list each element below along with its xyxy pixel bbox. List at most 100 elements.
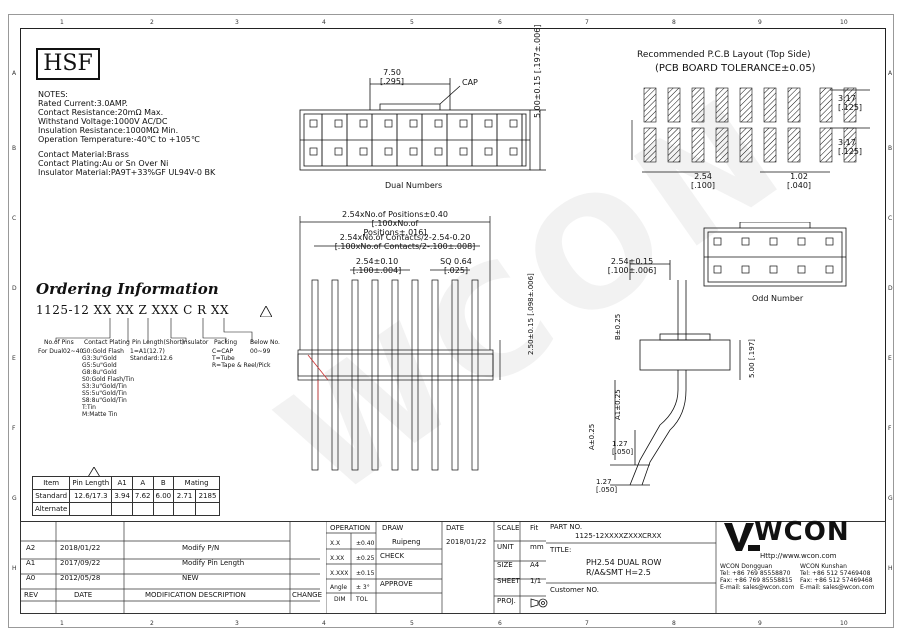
grid-row-label: B bbox=[12, 145, 17, 152]
pin-square bbox=[434, 147, 443, 156]
pcb-subtitle: (PCB BOARD TOLERANCE±0.05) bbox=[655, 63, 816, 74]
title-label: TITLE: bbox=[550, 546, 572, 554]
contact-line: WCON Dongguan bbox=[720, 563, 773, 570]
tolerance-key: X.XX bbox=[330, 555, 345, 562]
pcb-pad bbox=[715, 87, 729, 123]
change-header: CHANGE bbox=[292, 591, 323, 599]
revision-desc: Modify P/N bbox=[182, 544, 220, 552]
field-plating: Contact Plating bbox=[84, 339, 130, 346]
size-value: A4 bbox=[530, 561, 540, 569]
pin-square bbox=[409, 119, 418, 128]
dim-value: 1.27 bbox=[612, 440, 628, 448]
plating-option: M:Matte Tin bbox=[82, 411, 118, 418]
field-pin-length: Pin Length(Short) bbox=[132, 339, 185, 346]
grid-column-label: 2 bbox=[150, 19, 154, 26]
pcb-pad bbox=[787, 87, 801, 123]
table-row: Alternate bbox=[31, 502, 221, 516]
side-view-drawing bbox=[297, 216, 501, 471]
pin-square bbox=[713, 265, 722, 274]
grid-column-label: 10 bbox=[840, 19, 848, 26]
ordering-below: 00~99 bbox=[250, 348, 271, 355]
revision-rev: A1 bbox=[26, 559, 36, 567]
cell: 3.94 bbox=[111, 489, 133, 503]
plating-option: S5:5u"Gold/Tin bbox=[82, 390, 127, 397]
tolerance-value: ±0.25 bbox=[356, 555, 375, 562]
pin-square bbox=[713, 237, 722, 246]
tolerance-value: ± 3° bbox=[356, 584, 370, 591]
pin-side bbox=[351, 279, 359, 471]
dim-value: 1.27 bbox=[596, 478, 612, 486]
pin-square bbox=[309, 147, 318, 156]
check-label: CHECK bbox=[380, 552, 405, 560]
pcb-pad bbox=[787, 127, 801, 163]
dim-positions: 2.54xNo.of Positions±0.40 [.100xNo.of Po… bbox=[340, 210, 450, 237]
grid-row-label: F bbox=[12, 425, 16, 432]
cell bbox=[194, 502, 221, 516]
pcb-pad bbox=[643, 87, 657, 123]
field-packing: Packing bbox=[214, 339, 238, 346]
cell bbox=[131, 502, 154, 516]
plating-option: G5:5u"Gold bbox=[82, 362, 117, 369]
pin-square bbox=[509, 119, 518, 128]
ordering-packing-list: C=CAP T=Tube R=Tape & Reel/Pick bbox=[212, 348, 270, 369]
projection-icon bbox=[530, 594, 548, 608]
pin-side bbox=[311, 279, 319, 471]
dim-254-010: 2.54±0.10 [.100±.004] bbox=[352, 257, 402, 275]
cell: 2185 bbox=[194, 489, 221, 503]
revision-desc: NEW bbox=[182, 574, 199, 582]
grid-column-label: 4 bbox=[322, 19, 326, 26]
drawing-border-outer bbox=[8, 14, 894, 628]
dim-value: [.295] bbox=[379, 77, 405, 86]
packing-option: R=Tape & Reel/Pick bbox=[212, 362, 271, 369]
pcb-pad bbox=[763, 127, 777, 163]
dim-750: 7.50 [.295] bbox=[375, 68, 409, 86]
title-line2: R/A&SMT H=2.5 bbox=[586, 568, 651, 577]
notes-block: NOTES: Rated Current:3.0AMP. Contact Res… bbox=[38, 90, 215, 177]
customer-no-label: Customer NO. bbox=[550, 586, 599, 594]
revision-cloud bbox=[200, 523, 290, 543]
revision-grid bbox=[20, 521, 320, 614]
wcon-logo: WCON bbox=[724, 517, 849, 551]
note-line: Contact Plating:Au or Sn Over Ni bbox=[38, 159, 169, 168]
plating-option: G0:Gold Flash bbox=[82, 348, 124, 355]
pin-square bbox=[359, 147, 368, 156]
pin-side bbox=[391, 279, 399, 471]
note-line: Contact Material:Brass bbox=[38, 150, 129, 159]
draw-label: DRAW bbox=[382, 524, 404, 532]
dim-value: [.025] bbox=[443, 266, 469, 275]
cell bbox=[111, 502, 133, 516]
pin-square bbox=[825, 265, 834, 274]
dim-value: SQ 0.64 bbox=[440, 257, 472, 266]
ordering-title: Ordering Information bbox=[36, 280, 219, 298]
pin-side bbox=[371, 279, 379, 471]
contact-line: E-mail: sales@wcon.com bbox=[720, 584, 795, 591]
cell: 7.62 bbox=[131, 489, 154, 503]
grid-row-label: B bbox=[888, 145, 893, 152]
grid-row-label: D bbox=[12, 285, 17, 292]
grid-row-label: H bbox=[12, 565, 17, 572]
col-header: Item bbox=[31, 476, 71, 490]
pin-square bbox=[509, 147, 518, 156]
dual-numbers-drawing bbox=[299, 78, 546, 171]
pin-square bbox=[334, 119, 343, 128]
dim-value: [.040] bbox=[786, 181, 812, 190]
table-header-row: Item Pin Length A1 A B Mating bbox=[31, 476, 221, 490]
note-line: NOTES: bbox=[38, 90, 68, 99]
grid-row-label: E bbox=[888, 355, 892, 362]
pin-square bbox=[459, 147, 468, 156]
cell bbox=[173, 502, 196, 516]
pin-square bbox=[825, 237, 834, 246]
dim-500: 5.00±0.15 [.197±.006] bbox=[533, 24, 542, 118]
grid-column-label: 6 bbox=[498, 19, 502, 26]
note-line: Insulation Resistance:1000MΩ Min. bbox=[38, 126, 179, 135]
contact-line: Tel: +86 769 85558870 bbox=[720, 570, 791, 577]
dim-value: [.100±.004] bbox=[352, 266, 402, 275]
dim-value: [.050] bbox=[612, 448, 634, 456]
odd-number-drawing bbox=[703, 222, 847, 287]
grid-row-label: G bbox=[12, 495, 17, 502]
pin-square bbox=[797, 237, 806, 246]
grid-column-label: 2 bbox=[150, 620, 154, 627]
dim-value: 2.54±0.15 bbox=[610, 257, 654, 266]
revision-rev: A0 bbox=[26, 574, 36, 582]
plating-option: S3:3u"Gold/Tin bbox=[82, 383, 127, 390]
